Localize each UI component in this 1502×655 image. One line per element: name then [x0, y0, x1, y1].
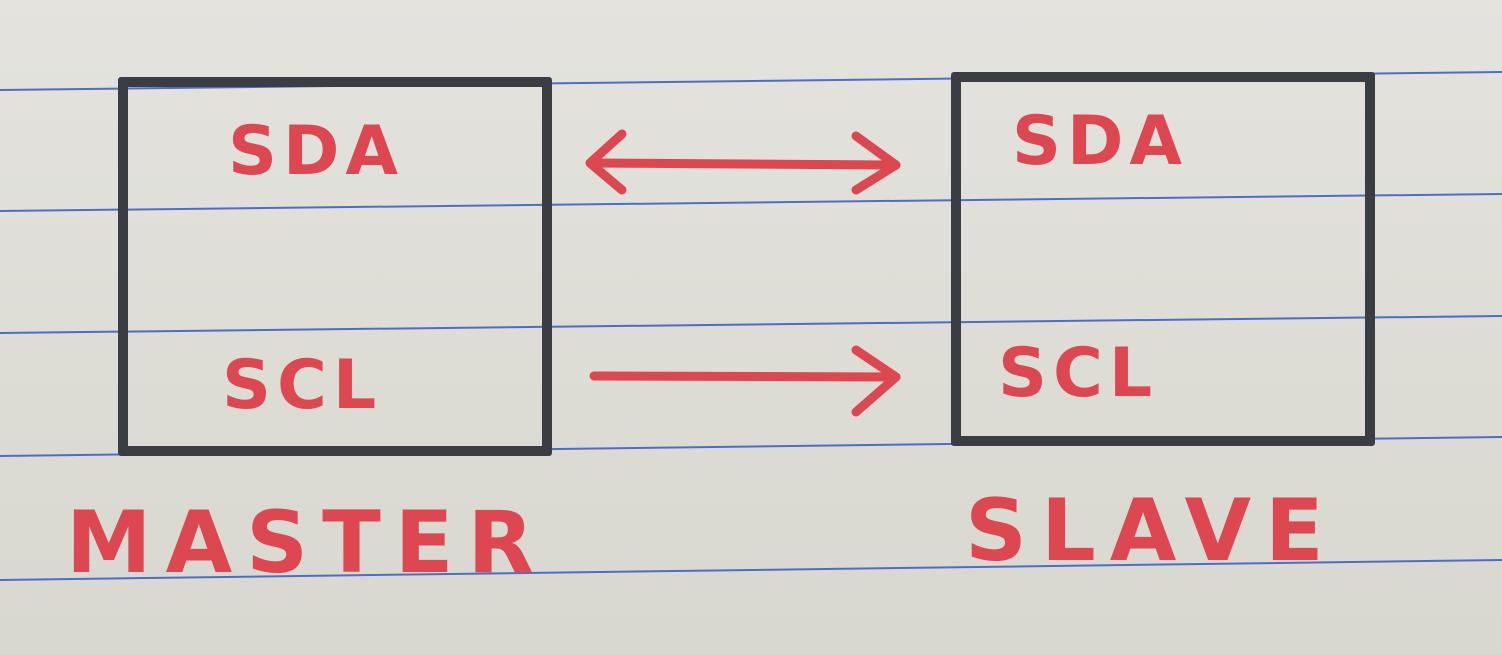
sda-arrow-head-left: [585, 129, 627, 195]
sda-arrow-head-right: [851, 131, 901, 195]
master-title: MASTER: [66, 493, 548, 593]
rule-line: [0, 559, 1502, 581]
rule-line: [0, 193, 1502, 212]
master-scl-label: SCL: [222, 346, 383, 425]
master-device-box: [118, 77, 552, 456]
scl-arrow-head-right: [851, 345, 901, 417]
scl-unidirectional-arrow: [589, 345, 901, 417]
slave-title: SLAVE: [965, 481, 1338, 581]
scl-arrow-shaft: [589, 371, 901, 382]
rule-line: [0, 315, 1502, 334]
slave-scl-label: SCL: [998, 334, 1159, 413]
slave-device-box: [951, 72, 1375, 446]
sda-arrow-shaft: [587, 158, 901, 170]
master-sda-label: SDA: [228, 112, 405, 191]
slave-sda-label: SDA: [1012, 102, 1189, 181]
sda-bidirectional-arrow: [585, 129, 901, 195]
